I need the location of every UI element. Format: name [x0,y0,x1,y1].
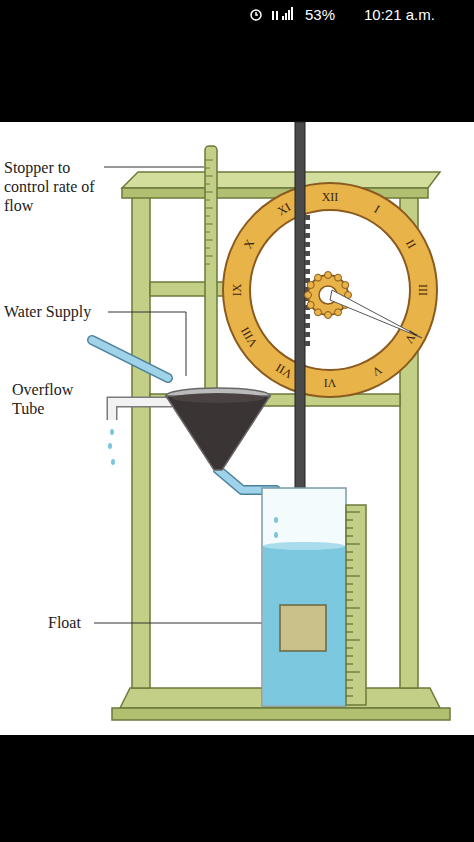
part-label: Float [48,613,81,632]
part-label: Overflow Tube [12,380,74,418]
dial-numeral: VI [324,377,337,389]
clock-time: 10:21 a.m. [364,6,435,23]
part-label: Water Supply [4,302,91,321]
battery-level: 53% [305,6,335,23]
dial-numeral: IX [231,284,243,297]
part-label: Stopper to control rate of flow [4,158,116,215]
dial-numeral: III [417,284,429,296]
dial-numeral: XII [322,191,339,203]
